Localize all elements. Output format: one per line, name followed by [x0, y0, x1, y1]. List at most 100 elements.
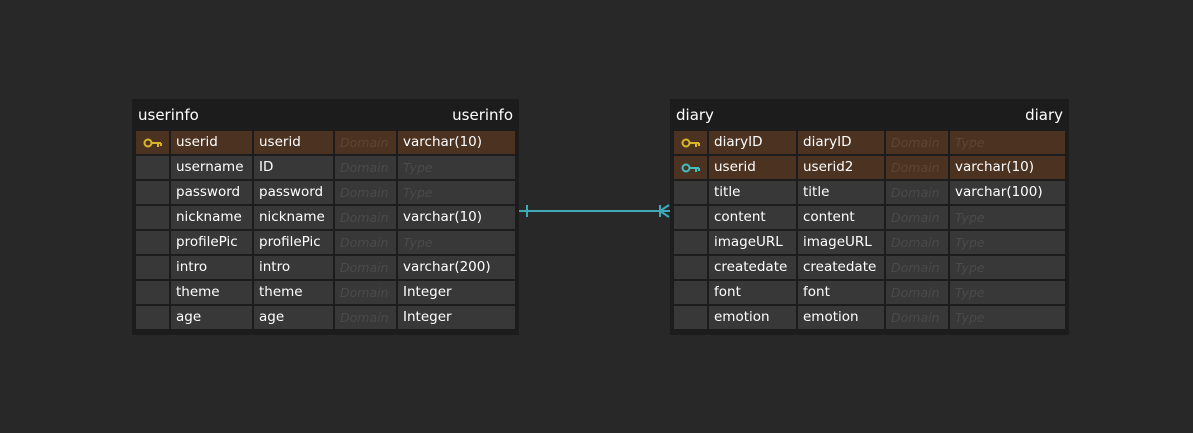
column-domain[interactable]: Domain: [335, 206, 396, 229]
column-name[interactable]: userid: [709, 156, 796, 179]
primary-key-icon: [674, 131, 707, 154]
column-type[interactable]: Type: [950, 231, 1065, 254]
column-domain[interactable]: Domain: [335, 256, 396, 279]
column-domain[interactable]: Domain: [886, 181, 948, 204]
column-domain[interactable]: Domain: [886, 306, 948, 329]
column-name[interactable]: font: [709, 281, 796, 304]
column-comment[interactable]: nickname: [254, 206, 333, 229]
column-domain[interactable]: Domain: [886, 231, 948, 254]
column-type[interactable]: Type: [950, 206, 1065, 229]
column-type[interactable]: Integer: [398, 281, 515, 304]
entity-table-name: diary: [1025, 106, 1063, 124]
column-domain[interactable]: Domain: [886, 281, 948, 304]
key-cell: [136, 206, 169, 229]
column-type[interactable]: Type: [950, 306, 1065, 329]
key-cell: [674, 256, 707, 279]
key-cell: [136, 281, 169, 304]
key-cell: [136, 156, 169, 179]
column-domain[interactable]: Domain: [886, 131, 948, 154]
column-domain[interactable]: Domain: [335, 281, 396, 304]
column-type[interactable]: varchar(100): [950, 181, 1065, 204]
column-domain[interactable]: Domain: [886, 206, 948, 229]
key-cell: [674, 306, 707, 329]
column-name[interactable]: diaryID: [709, 131, 796, 154]
column-comment[interactable]: intro: [254, 256, 333, 279]
column-name[interactable]: profilePic: [171, 231, 252, 254]
column-type[interactable]: Type: [950, 256, 1065, 279]
column-name[interactable]: emotion: [709, 306, 796, 329]
entity-header[interactable]: diary diary: [674, 99, 1065, 131]
column-name[interactable]: nickname: [171, 206, 252, 229]
column-comment[interactable]: theme: [254, 281, 333, 304]
column-comment[interactable]: font: [798, 281, 884, 304]
column-domain[interactable]: Domain: [886, 156, 948, 179]
column-name[interactable]: password: [171, 181, 252, 204]
column-name[interactable]: imageURL: [709, 231, 796, 254]
column-domain[interactable]: Domain: [335, 131, 396, 154]
column-comment[interactable]: content: [798, 206, 884, 229]
column-type[interactable]: Type: [398, 231, 515, 254]
column-type[interactable]: Type: [398, 156, 515, 179]
column-name[interactable]: content: [709, 206, 796, 229]
column-type[interactable]: varchar(10): [398, 131, 515, 154]
column-name[interactable]: username: [171, 156, 252, 179]
column-comment[interactable]: profilePic: [254, 231, 333, 254]
column-comment[interactable]: userid2: [798, 156, 884, 179]
column-name[interactable]: theme: [171, 281, 252, 304]
crows-foot-upper: [659, 204, 670, 212]
column-type[interactable]: varchar(10): [950, 156, 1065, 179]
crows-foot-lower: [659, 210, 670, 218]
column-comment[interactable]: userid: [254, 131, 333, 154]
column-domain[interactable]: Domain: [335, 231, 396, 254]
column-name[interactable]: intro: [171, 256, 252, 279]
column-type[interactable]: Type: [950, 131, 1065, 154]
column-comment[interactable]: emotion: [798, 306, 884, 329]
primary-key-icon: [136, 131, 169, 154]
column-name[interactable]: createdate: [709, 256, 796, 279]
key-cell: [674, 281, 707, 304]
column-type[interactable]: varchar(200): [398, 256, 515, 279]
column-comment[interactable]: password: [254, 181, 333, 204]
column-comment[interactable]: age: [254, 306, 333, 329]
column-domain[interactable]: Domain: [886, 256, 948, 279]
column-name[interactable]: age: [171, 306, 252, 329]
column-type[interactable]: Type: [950, 281, 1065, 304]
column-name[interactable]: userid: [171, 131, 252, 154]
column-name[interactable]: title: [709, 181, 796, 204]
column-comment[interactable]: imageURL: [798, 231, 884, 254]
column-comment[interactable]: ID: [254, 156, 333, 179]
column-domain[interactable]: Domain: [335, 156, 396, 179]
column-type[interactable]: Type: [398, 181, 515, 204]
entity-header[interactable]: userinfo userinfo: [136, 99, 515, 131]
column-domain[interactable]: Domain: [335, 306, 396, 329]
column-type[interactable]: varchar(10): [398, 206, 515, 229]
entity-name: userinfo: [138, 106, 199, 124]
column-comment[interactable]: diaryID: [798, 131, 884, 154]
column-comment[interactable]: title: [798, 181, 884, 204]
key-cell: [136, 256, 169, 279]
key-cell: [136, 306, 169, 329]
column-domain[interactable]: Domain: [335, 181, 396, 204]
column-comment[interactable]: createdate: [798, 256, 884, 279]
column-type[interactable]: Integer: [398, 306, 515, 329]
